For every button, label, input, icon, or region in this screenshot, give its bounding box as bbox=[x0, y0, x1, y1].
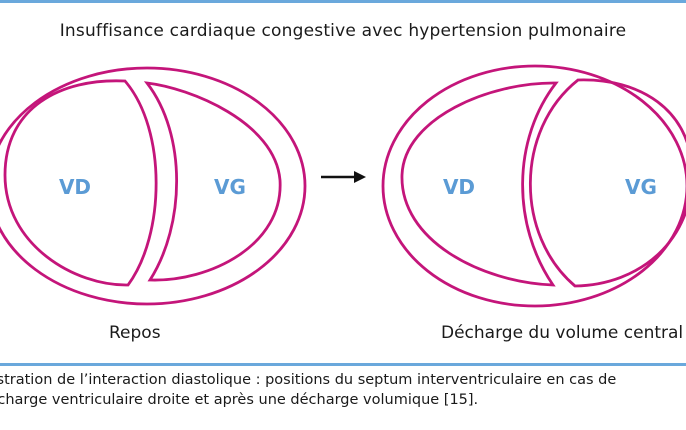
panel-rest-heart bbox=[0, 66, 307, 306]
heart-diagram: VD VG VD VG bbox=[0, 64, 686, 308]
figure-caption: Illustration de l’interaction diastoliqu… bbox=[0, 370, 686, 410]
panel-rest-label: Repos bbox=[109, 323, 161, 343]
panel-discharge-vd-label: VD bbox=[443, 175, 475, 199]
panel-discharge-right-ventricle bbox=[400, 81, 559, 287]
caption-line-1: Illustration de l’interaction diastoliqu… bbox=[0, 372, 617, 388]
panel-discharge-heart bbox=[381, 64, 686, 308]
bottom-rule bbox=[0, 363, 686, 366]
panel-rest-right-ventricle bbox=[3, 79, 158, 287]
panel-discharge-vg-label: VG bbox=[625, 175, 657, 199]
top-rule bbox=[0, 0, 686, 3]
panel-rest-left-ventricle bbox=[143, 81, 282, 282]
panel-discharge-label: Décharge du volume central bbox=[441, 323, 684, 343]
panel-rest-outer-wall bbox=[0, 66, 307, 306]
panel-discharge-left-ventricle bbox=[529, 78, 686, 288]
figure-title: Insuffisance cardiaque congestive avec h… bbox=[59, 21, 627, 41]
panel-rest-vg-label: VG bbox=[214, 175, 246, 199]
caption-line-2: surcharge ventriculaire droite et après … bbox=[0, 392, 479, 408]
panel-rest-vd-label: VD bbox=[59, 175, 91, 199]
panel-discharge-outer-wall bbox=[381, 64, 686, 308]
right-arrow-icon bbox=[321, 171, 366, 183]
